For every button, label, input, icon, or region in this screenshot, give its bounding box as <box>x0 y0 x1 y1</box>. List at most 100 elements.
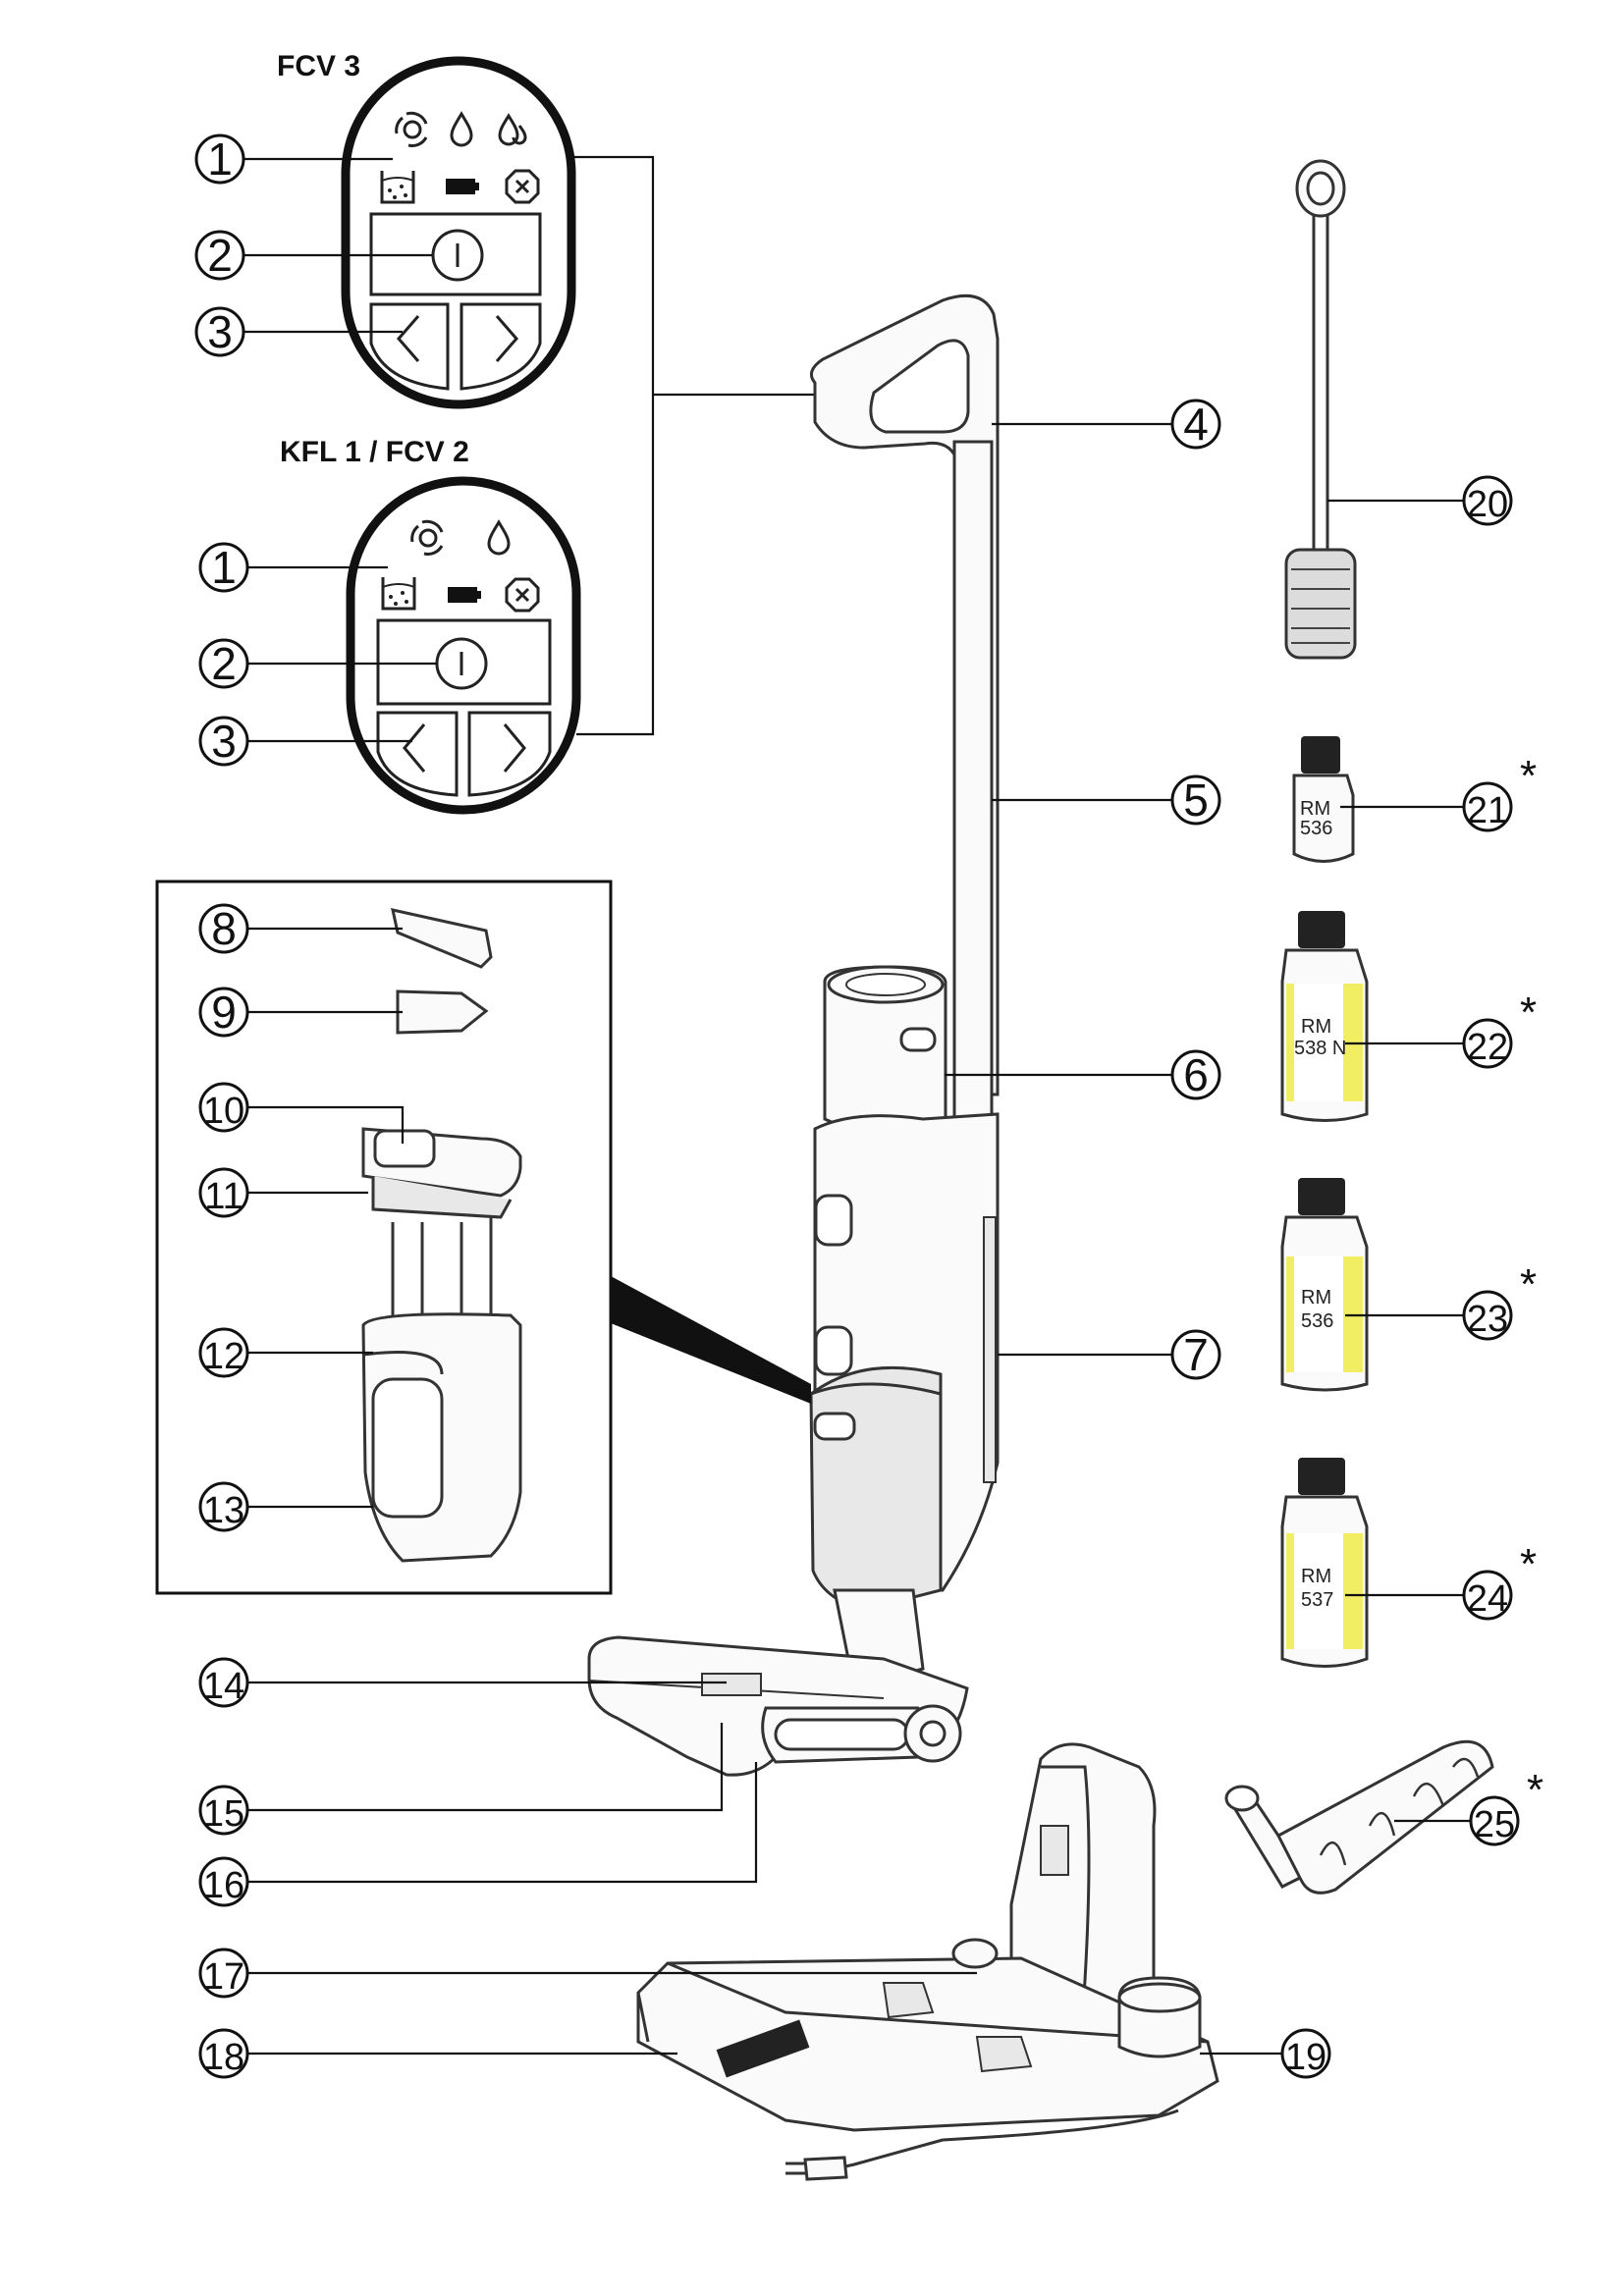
callout-18-text: 18 <box>203 2037 244 2078</box>
suction-mode-icon <box>395 111 428 147</box>
bottle-23-line1: RM <box>1301 1287 1331 1308</box>
callout-15 <box>198 1785 249 1836</box>
asterisk-21: * <box>1520 752 1537 800</box>
battery-icon <box>448 587 481 603</box>
arrow-left-button[interactable] <box>369 302 450 391</box>
panel-title-fcv3: FCV 3 <box>277 50 360 82</box>
bottle-24-line1: RM <box>1301 1566 1331 1587</box>
part-24-bottle: RM 537 <box>1280 1458 1369 1668</box>
callouts <box>194 133 1520 2079</box>
plug-icon <box>785 2156 848 2181</box>
callout-2b <box>198 638 249 689</box>
callout-17-text: 17 <box>203 1956 244 1998</box>
callout-6 <box>1170 1049 1221 1100</box>
dirt-water-tank <box>809 1365 943 1612</box>
callout-11 <box>198 1167 249 1218</box>
callout-5-text: 5 <box>1183 774 1209 826</box>
arrow-right-button[interactable] <box>467 711 552 797</box>
arrow-left-button[interactable] <box>376 711 459 797</box>
error-x-icon <box>505 577 540 613</box>
callout-11-text: 11 <box>204 1176 243 1217</box>
callout-13-text: 13 <box>203 1490 244 1531</box>
arrow-right-icon <box>495 315 518 362</box>
power-panel <box>376 618 552 706</box>
callout-4 <box>1170 399 1221 450</box>
callout-8 <box>198 903 249 954</box>
double-drop-icon <box>498 113 527 146</box>
callout-1b-text: 1 <box>211 542 237 593</box>
callout-16-text: 16 <box>203 1865 244 1906</box>
callout-3b <box>198 716 249 767</box>
floor-cleaner-main-unit <box>587 294 1000 1777</box>
callout-1a-text: 1 <box>207 133 233 185</box>
suction-mode-icon <box>410 519 444 556</box>
callout-8-text: 8 <box>211 903 237 954</box>
bottle-21-line2: 536 <box>1300 818 1332 839</box>
callout-10-text: 10 <box>203 1091 244 1132</box>
callout-25-text: 25 <box>1474 1804 1515 1845</box>
callout-2b-text: 2 <box>211 638 237 689</box>
handle-grip-opening <box>869 339 970 434</box>
station-base <box>636 1956 1219 2132</box>
asterisk-24: * <box>1520 1540 1537 1588</box>
callout-20 <box>1462 475 1513 526</box>
inset-pointer <box>611 1276 811 1404</box>
part-23-bottle: RM 536 <box>1280 1178 1369 1392</box>
bottle-24-line2: 537 <box>1301 1589 1333 1611</box>
brand-plate <box>716 2019 810 2078</box>
callout-6-text: 6 <box>1183 1049 1209 1100</box>
part-25-spare-roller <box>1224 1739 1494 1895</box>
panel-bracket <box>571 155 815 736</box>
power-button-icon[interactable] <box>431 229 484 282</box>
callout-18 <box>198 2028 249 2079</box>
callout-2a <box>194 230 245 281</box>
callout-12-text: 12 <box>203 1336 244 1377</box>
callout-19-text: 19 <box>1285 2037 1326 2078</box>
callout-16 <box>198 1856 249 1907</box>
asterisk-23: * <box>1520 1260 1537 1308</box>
callout-17 <box>198 1948 249 1999</box>
part-22-bottle: RM 538 N <box>1280 911 1369 1122</box>
bottle-22-line1: RM <box>1301 1016 1331 1038</box>
callout-14-text: 14 <box>203 1666 244 1707</box>
callout-15-text: 15 <box>203 1793 244 1835</box>
callout-10 <box>198 1082 249 1133</box>
asterisk-22: * <box>1520 988 1537 1037</box>
inset-dirt-tank-exploded <box>155 880 811 1595</box>
callout-19 <box>1280 2028 1331 2079</box>
callout-numbers: 1 2 3 1 2 3 4 5 6 7 8 9 10 11 12 13 14 1… <box>203 133 1515 2078</box>
callout-1a <box>194 133 245 185</box>
leader-lines <box>243 157 1473 2056</box>
callout-3a-text: 3 <box>207 306 233 357</box>
control-panel-kfl1-fcv2: KFL 1 / FCV 2 <box>280 436 581 815</box>
callout-1b <box>198 542 249 593</box>
callout-13 <box>198 1481 249 1532</box>
optional-markers: * * * * * <box>1520 752 1543 1814</box>
callout-4-text: 4 <box>1183 399 1209 450</box>
bottle-21-line1: RM <box>1300 798 1330 820</box>
water-drop-icon <box>487 519 511 556</box>
arrow-left-icon <box>403 723 426 773</box>
asterisk-25: * <box>1527 1766 1543 1814</box>
callout-22 <box>1462 1018 1513 1069</box>
part-21-bottle-small: RM 536 <box>1292 736 1355 863</box>
callout-9-text: 9 <box>211 987 237 1038</box>
arrow-right-button[interactable] <box>460 302 542 391</box>
dirty-water-tank-icon <box>381 577 416 611</box>
bottle-23-line2: 536 <box>1301 1310 1333 1332</box>
callout-7 <box>1170 1329 1221 1380</box>
callout-21 <box>1462 781 1513 832</box>
callout-23-text: 23 <box>1467 1299 1508 1340</box>
control-panel-fcv3: FCV 3 <box>277 50 576 409</box>
callout-21-text: 21 <box>1467 790 1508 831</box>
tube <box>952 440 994 1121</box>
callout-3a <box>194 306 245 357</box>
callout-24 <box>1462 1570 1513 1621</box>
callout-24-text: 24 <box>1467 1578 1508 1620</box>
part-9-filter <box>396 989 489 1035</box>
charging-station <box>636 1742 1219 2181</box>
water-drop-icon <box>450 111 473 147</box>
callout-3b-text: 3 <box>211 716 237 767</box>
part-11-handle-grip <box>373 1129 436 1168</box>
